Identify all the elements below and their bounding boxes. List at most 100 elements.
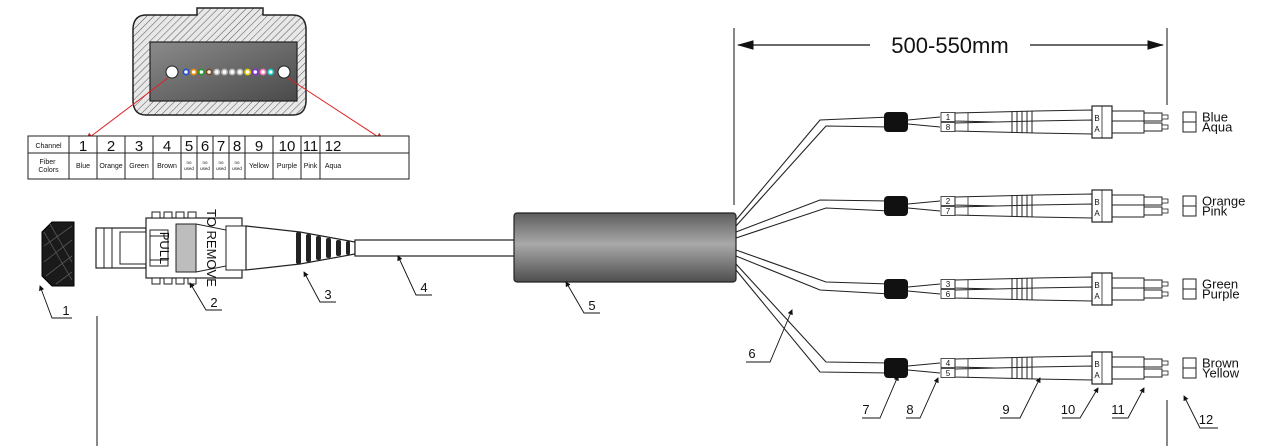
to-remove-text: TO REMOVE — [204, 209, 219, 287]
lc-boot — [954, 286, 1093, 302]
table-fiber-color: Orange — [99, 163, 122, 170]
color-label-box — [1182, 367, 1197, 379]
color-label-box — [1182, 357, 1197, 369]
color-label-box — [1182, 121, 1197, 133]
callout-number: 9 — [1002, 402, 1009, 417]
table-fiber-color: no — [234, 160, 240, 165]
fiber-number-tag: 4 — [946, 359, 951, 368]
table-channel-number: 3 — [135, 138, 143, 155]
table-channel-number: 9 — [255, 138, 263, 155]
table-fiber-color: used — [232, 166, 242, 171]
fanout-box — [513, 212, 737, 283]
fiber-color-label: Brown — [1202, 356, 1239, 371]
table-channel-number: 11 — [303, 138, 319, 155]
length-dimension: 500-550mm — [733, 28, 1168, 446]
table-channel-number: 6 — [201, 138, 209, 155]
red-arrow-left — [85, 77, 169, 141]
ferrule — [1161, 281, 1169, 287]
lc-body — [1111, 120, 1145, 134]
fiber-color-label: Yellow — [1202, 366, 1240, 381]
breakout-legs — [735, 116, 891, 374]
callout-number: 10 — [1061, 402, 1075, 417]
callout-number: 7 — [862, 402, 869, 417]
lc-body — [1111, 366, 1145, 380]
table-fiber-color: no — [218, 160, 224, 165]
strain-relief-boot — [245, 225, 356, 271]
pull-text: PULL — [157, 232, 172, 265]
fiber-dots — [182, 68, 275, 76]
fiber-color-label: Orange — [1202, 194, 1245, 209]
table-channel-number: 1 — [79, 138, 87, 155]
fiber-dot — [197, 68, 205, 76]
color-label-box — [1182, 278, 1197, 290]
guide-pin-hole-right — [277, 65, 291, 79]
fiber-number-tag: 7 — [946, 207, 951, 216]
table-fiber-color: Purple — [277, 163, 297, 170]
fiber-color-label: Blue — [1202, 110, 1228, 125]
ferrule — [1161, 198, 1169, 204]
fiber-number-tag: 2 — [946, 197, 951, 206]
fiber-dot — [213, 68, 221, 76]
table-channel-number: 10 — [279, 138, 296, 155]
color-label-box — [1182, 111, 1197, 123]
callout-number: 11 — [1111, 402, 1125, 417]
color-label-box — [1182, 195, 1197, 207]
ferrule — [1161, 208, 1169, 214]
table-fiber-color: Blue — [76, 163, 90, 170]
table-channel-number: 4 — [163, 138, 171, 155]
fiber-dot — [244, 68, 251, 76]
ferrule — [1161, 360, 1169, 366]
callout-number: 8 — [906, 402, 913, 417]
fiber-dot — [182, 68, 190, 76]
table-fiber-color: no — [202, 160, 208, 165]
fiber-dot — [205, 68, 213, 76]
table-channel-number: 5 — [185, 138, 193, 155]
fiber-color-label: Purple — [1202, 287, 1240, 302]
split-sleeve — [884, 196, 908, 216]
lc-body — [1111, 204, 1145, 218]
table-channel-number: 12 — [325, 138, 342, 155]
callout-leaders — [39, 255, 1218, 429]
table-fiber-color: used — [184, 166, 194, 171]
fiber-dot — [228, 68, 236, 76]
split-sleeve — [884, 358, 908, 378]
table-channel-number: 8 — [233, 138, 241, 155]
table-fiber-color: used — [216, 166, 226, 171]
ferrule — [1161, 291, 1169, 297]
table-fiber-color: Green — [129, 163, 149, 170]
mpo-end-face — [132, 7, 307, 116]
fiber-number-tag: 3 — [946, 280, 951, 289]
fiber-dot — [251, 68, 259, 76]
callout-number: 5 — [588, 298, 595, 313]
fiber-dot — [221, 68, 228, 76]
callout-number: 1 — [62, 303, 69, 318]
clip-letter-a: A — [1094, 125, 1100, 134]
fiber-dot — [259, 68, 267, 76]
fiber-dot — [190, 68, 198, 76]
lc-boot — [954, 365, 1093, 381]
length-dimension-label: 500-550mm — [891, 33, 1008, 58]
color-label-box — [1182, 205, 1197, 217]
fiber-number-tag: 5 — [946, 369, 951, 378]
fiber-dot — [267, 68, 275, 76]
table-channel-number: 7 — [217, 138, 225, 155]
callout-number: 3 — [324, 287, 331, 302]
trunk-cable — [354, 239, 516, 257]
mpo-connector: PULL TO REMOVE — [95, 209, 247, 287]
split-sleeve — [884, 112, 908, 132]
table-fiber-color: Yellow — [249, 163, 270, 170]
callout-number: 12 — [1199, 412, 1213, 427]
fiber-color-label: Aqua — [1202, 120, 1233, 135]
clip-letter-b: B — [1094, 281, 1099, 290]
clip-letter-a: A — [1094, 292, 1100, 301]
channel-table: Channel Fiber Colors 1Blue2Orange3Green4… — [27, 135, 410, 180]
callout-number: 2 — [210, 295, 217, 310]
clip-letter-b: B — [1094, 114, 1099, 123]
table-fiber-color: no — [186, 160, 192, 165]
ferrule — [1161, 124, 1169, 130]
callout-number: 4 — [420, 280, 427, 295]
